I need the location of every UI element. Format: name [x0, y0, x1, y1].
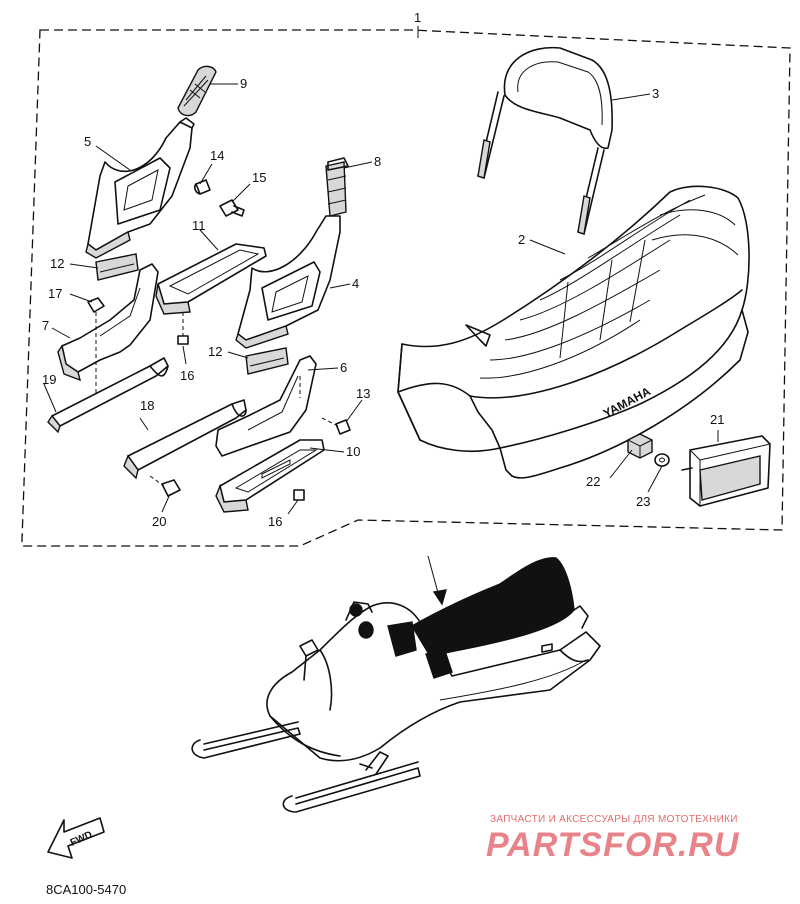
callout-4: 4	[352, 276, 359, 291]
part-bolt-13	[321, 417, 351, 435]
callouts: 1 2 3 4 5 6 7 8 9 10 11 12 12 13 14 15 1…	[42, 10, 724, 529]
callout-23: 23	[636, 494, 650, 509]
forward-arrow: FWD	[47, 817, 105, 859]
callout-11: 11	[192, 218, 206, 233]
part-bolt-14	[194, 179, 211, 195]
callout-20: 20	[152, 514, 166, 529]
callout-2: 2	[518, 232, 525, 247]
callout-10: 10	[346, 444, 360, 459]
part-spacer-12-upper	[95, 253, 139, 281]
watermark: ЗАПЧАСТИ И АКСЕССУАРЫ ДЛЯ МОТОТЕХНИКИ PA…	[486, 814, 740, 864]
part-footrest-10	[215, 439, 325, 513]
part-grip-upper	[177, 65, 217, 117]
callout-22: 22	[586, 474, 600, 489]
snowmobile-overview	[191, 557, 601, 813]
callout-8: 8	[374, 154, 381, 169]
callout-15: 15	[252, 170, 266, 185]
watermark-site: PARTSFOR.RU	[486, 826, 740, 864]
callout-12b: 12	[208, 344, 222, 359]
part-spacer-12-lower	[245, 347, 289, 375]
part-bolt-16-upper	[177, 312, 189, 345]
callout-6: 6	[340, 360, 347, 375]
part-bolt-16-lower	[293, 489, 305, 501]
leader-lines	[43, 83, 719, 606]
watermark-tagline: ЗАПЧАСТИ И АКСЕССУАРЫ ДЛЯ МОТОТЕХНИКИ	[490, 814, 738, 825]
callout-17: 17	[48, 286, 62, 301]
part-bracket-6	[215, 355, 317, 457]
callout-16b: 16	[268, 514, 282, 529]
part-bolt-15	[219, 199, 245, 217]
part-bolt-20	[149, 475, 181, 497]
callout-7: 7	[42, 318, 49, 333]
part-washer-23	[654, 453, 670, 467]
part-seat: YAMAHA	[397, 185, 750, 479]
callout-16a: 16	[180, 368, 194, 383]
part-bar-18	[123, 399, 247, 480]
callout-9: 9	[240, 76, 247, 91]
callout-21: 21	[710, 412, 724, 427]
drawing-code: 8CA100-5470	[46, 882, 126, 897]
part-bar-19	[47, 357, 169, 434]
part-nut-22	[627, 433, 653, 459]
assembly-boundary	[21, 29, 791, 547]
callout-1: 1	[414, 10, 421, 25]
part-backrest	[477, 46, 613, 235]
seat-brand-label: YAMAHA	[601, 384, 653, 421]
callout-19: 19	[42, 372, 56, 387]
part-bracket-4	[235, 215, 341, 349]
callout-13: 13	[356, 386, 370, 401]
callout-3: 3	[652, 86, 659, 101]
callout-12a: 12	[50, 256, 64, 271]
part-grip-8	[325, 157, 349, 217]
callout-18: 18	[140, 398, 154, 413]
part-bolt-17	[87, 297, 105, 395]
part-footrest-11	[155, 243, 267, 315]
forward-arrow-label: FWD	[69, 829, 94, 848]
part-bracket-7	[57, 263, 159, 382]
callout-14: 14	[210, 148, 224, 163]
part-reflector-21	[681, 435, 771, 507]
part-bracket-5	[85, 117, 195, 259]
callout-5: 5	[84, 134, 91, 149]
